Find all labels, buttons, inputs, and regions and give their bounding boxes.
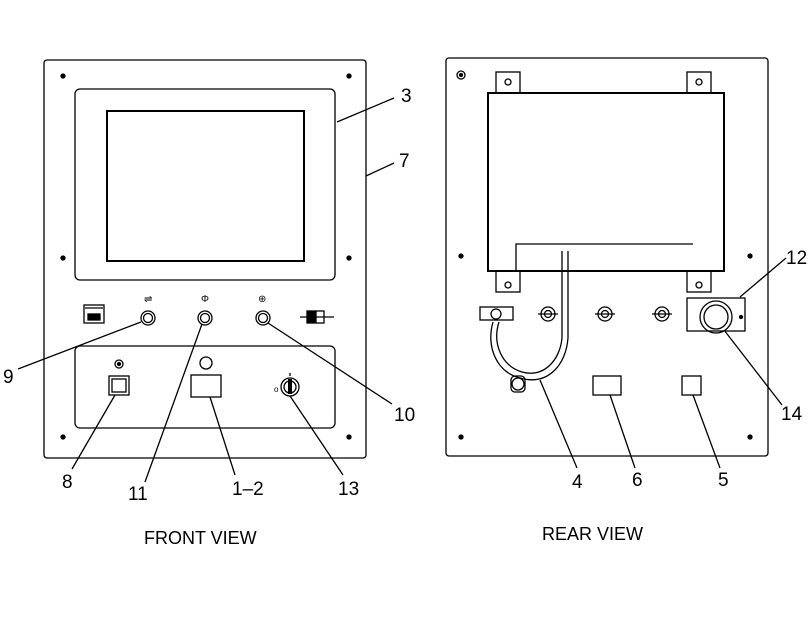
display-bezel: [74, 88, 336, 281]
callout-3: 3: [401, 86, 412, 107]
fuse-holder-6: [592, 375, 622, 396]
callout-12: 12: [786, 248, 807, 269]
key-switch-13: o: [274, 373, 300, 397]
rear-connector-a: [538, 306, 558, 322]
callout-14: 14: [781, 404, 803, 425]
connector-icon: [300, 310, 334, 324]
front-mounting-holes: [60, 73, 352, 440]
callout-11: 11: [128, 484, 148, 505]
housing-label-line: [515, 243, 693, 271]
power-inlet-14: [686, 297, 746, 334]
front-view-caption: FRONT VIEW: [144, 528, 257, 548]
front-panel: [43, 59, 367, 459]
rear-mounting-holes: [456, 70, 753, 440]
display-screen: [106, 110, 305, 262]
front-view: ⇌ Φ ⊕ o: [17, 59, 395, 483]
callout-7: 7: [399, 151, 410, 172]
svg-text:o: o: [274, 385, 279, 394]
housing-brackets: [495, 71, 712, 293]
rear-connector-c: [652, 306, 672, 322]
callout-9: 9: [3, 367, 14, 388]
indicator-lamp-11: Φ: [197, 294, 213, 326]
indicator-lamp-10: ⊕: [255, 294, 271, 326]
indicator-lamp-9: ⇌: [140, 294, 156, 326]
callout-8: 8: [62, 472, 73, 493]
rear-connector-b: [595, 306, 615, 322]
cable-4: [490, 251, 569, 393]
fuse-holder-5: [681, 375, 702, 396]
svg-text:⇌: ⇌: [144, 294, 152, 305]
usb-port-icon: [83, 304, 105, 324]
rear-view-caption: REAR VIEW: [542, 524, 643, 544]
front-leader-lines: [17, 97, 395, 483]
rear-leader-lines: [539, 257, 787, 469]
callout-1-2: 1–2: [232, 479, 264, 500]
svg-text:Φ: Φ: [201, 294, 209, 305]
rear-view: [445, 57, 787, 469]
power-switch-1-2: [190, 356, 222, 398]
callout-10: 10: [394, 405, 415, 426]
rear-panel: [445, 57, 769, 457]
monitor-housing: [487, 92, 725, 272]
control-subpanel: [74, 345, 336, 429]
callout-5: 5: [718, 470, 729, 491]
callout-13: 13: [338, 479, 359, 500]
callout-6: 6: [632, 470, 643, 491]
callout-4: 4: [572, 472, 583, 493]
rear-connector-4: [479, 306, 514, 321]
small-switch-8: [108, 359, 130, 396]
svg-text:⊕: ⊕: [258, 294, 266, 305]
